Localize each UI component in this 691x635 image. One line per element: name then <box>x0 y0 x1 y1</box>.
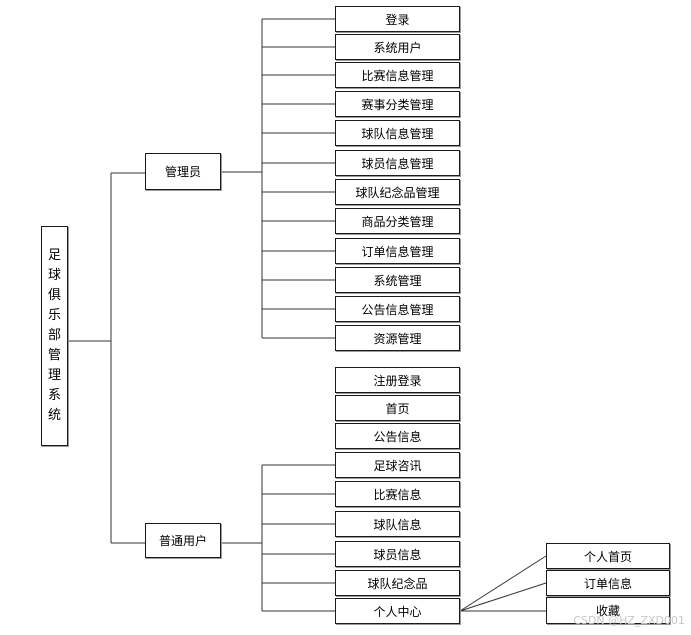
personal-center-item: 订单信息 <box>546 570 670 596</box>
admin-item: 商品分类管理 <box>335 208 460 234</box>
root-char: 系 <box>47 388 61 403</box>
admin-item: 球队纪念品管理 <box>335 179 460 205</box>
admin-item: 登录 <box>335 6 460 32</box>
user-unlinked-item: 首页 <box>335 395 460 421</box>
user-item: 球员信息 <box>335 541 460 567</box>
root-char: 统 <box>47 408 61 423</box>
root-char: 管 <box>47 348 61 363</box>
root-char: 理 <box>47 368 61 383</box>
connector-personal-first <box>459 555 547 612</box>
admin-node: 管理员 <box>145 153 221 190</box>
connector-personal-second <box>459 582 547 612</box>
admin-item: 资源管理 <box>335 325 460 351</box>
watermark: CSDN @HZ_ZXD001 <box>573 614 685 627</box>
root-node: 足 球 俱 乐 部 管 理 系 统 <box>41 226 68 446</box>
personal-center-node: 个人中心 <box>335 598 460 624</box>
admin-item: 公告信息管理 <box>335 296 460 322</box>
admin-item: 系统用户 <box>335 34 460 60</box>
user-node: 普通用户 <box>145 523 221 558</box>
admin-item: 赛事分类管理 <box>335 91 460 117</box>
admin-item: 系统管理 <box>335 267 460 293</box>
user-item: 比赛信息 <box>335 481 460 507</box>
root-char: 球 <box>47 268 61 283</box>
user-unlinked-item: 注册登录 <box>335 367 460 393</box>
admin-item: 球队信息管理 <box>335 120 460 146</box>
user-item: 足球咨讯 <box>335 452 460 478</box>
user-item: 球队纪念品 <box>335 570 460 596</box>
root-char: 足 <box>47 248 61 263</box>
admin-item: 订单信息管理 <box>335 238 460 264</box>
root-char: 部 <box>47 328 61 343</box>
user-unlinked-item: 公告信息 <box>335 423 460 449</box>
admin-item: 球员信息管理 <box>335 150 460 176</box>
root-char: 俱 <box>47 288 61 303</box>
user-item: 球队信息 <box>335 511 460 537</box>
personal-center-item: 个人首页 <box>546 543 670 569</box>
root-char: 乐 <box>47 308 61 323</box>
admin-item: 比赛信息管理 <box>335 62 460 88</box>
personal-center-item: 收藏 <box>546 597 670 624</box>
